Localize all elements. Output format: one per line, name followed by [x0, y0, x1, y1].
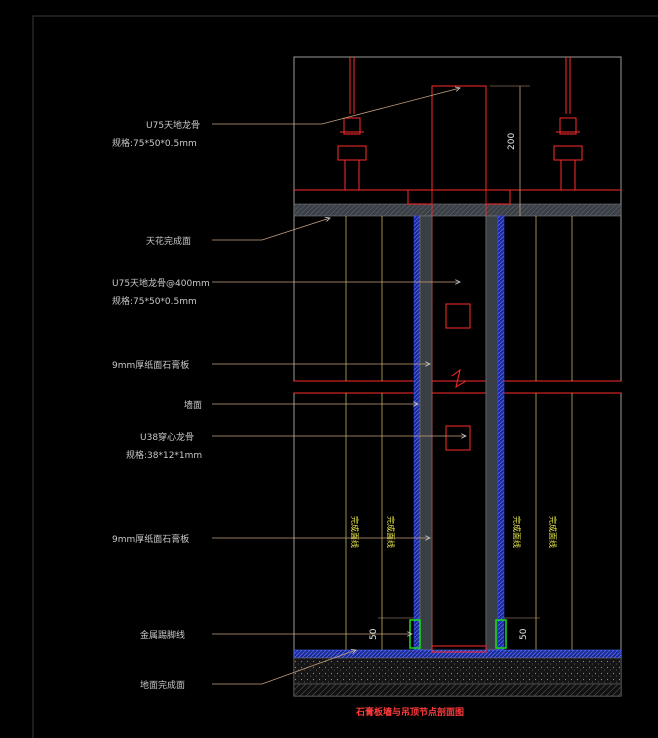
ceiling-cap-left [407, 190, 432, 205]
label-wall-face: 墙面 [184, 399, 202, 411]
label-floor-finish: 地面完成面 [140, 679, 185, 691]
metal-skirting-right [495, 619, 507, 649]
gypsum-board-right-inner [485, 215, 499, 651]
gypsum-board-left-outer [413, 215, 421, 651]
label-u75-keel-top: U75天地龙骨 [146, 119, 200, 131]
label-metal-skirting: 金属踢脚线 [140, 629, 185, 641]
label-gypsum-lower: 9mm厚纸面石膏板 [112, 533, 189, 545]
ceiling-cap-right [486, 190, 511, 205]
ceiling-slab [293, 203, 622, 217]
floor-base [293, 683, 622, 697]
floor-gravel [293, 657, 622, 685]
hanger-left [337, 57, 367, 191]
label-u75-keel-top-spec: 规格:75*50*0.5mm [112, 137, 197, 149]
gypsum-board-right-outer [497, 215, 505, 651]
gypsum-board-left-inner [419, 215, 433, 651]
drawing-title: 石膏板墙与吊顶节点剖面图 [355, 706, 464, 718]
label-u75-keel-stud: U75天地龙骨@400mm [112, 277, 210, 289]
leaders [212, 88, 466, 685]
floor-gap-red [431, 645, 487, 653]
label-u75-keel-stud-spec: 规格:75*50*0.5mm [112, 295, 197, 307]
dim-200-text: 200 [507, 133, 517, 150]
label-u38-keel-spec: 规格:38*12*1mm [126, 449, 202, 461]
label-ceiling-finish: 天花完成面 [146, 235, 191, 247]
vlabel-right-2: 完成面线 [548, 516, 558, 548]
floor-finish-band [293, 649, 622, 659]
vlabel-right-1: 完成面线 [512, 516, 522, 548]
finish-lines [345, 216, 573, 650]
label-gypsum-upper: 9mm厚纸面石膏板 [112, 359, 189, 371]
vlabel-left-2: 完成面线 [386, 516, 396, 548]
break-symbol [451, 368, 467, 389]
hanger-right [553, 57, 583, 191]
wall-top-outline [431, 85, 487, 190]
vlabel-left-1: 完成面线 [350, 516, 360, 548]
label-u38-keel: U38穿心龙骨 [140, 431, 194, 443]
stud-section-lower [445, 425, 471, 451]
sheet-border [32, 15, 658, 738]
dim-50-right: 50 [519, 628, 529, 640]
stud-section-upper [445, 303, 471, 329]
